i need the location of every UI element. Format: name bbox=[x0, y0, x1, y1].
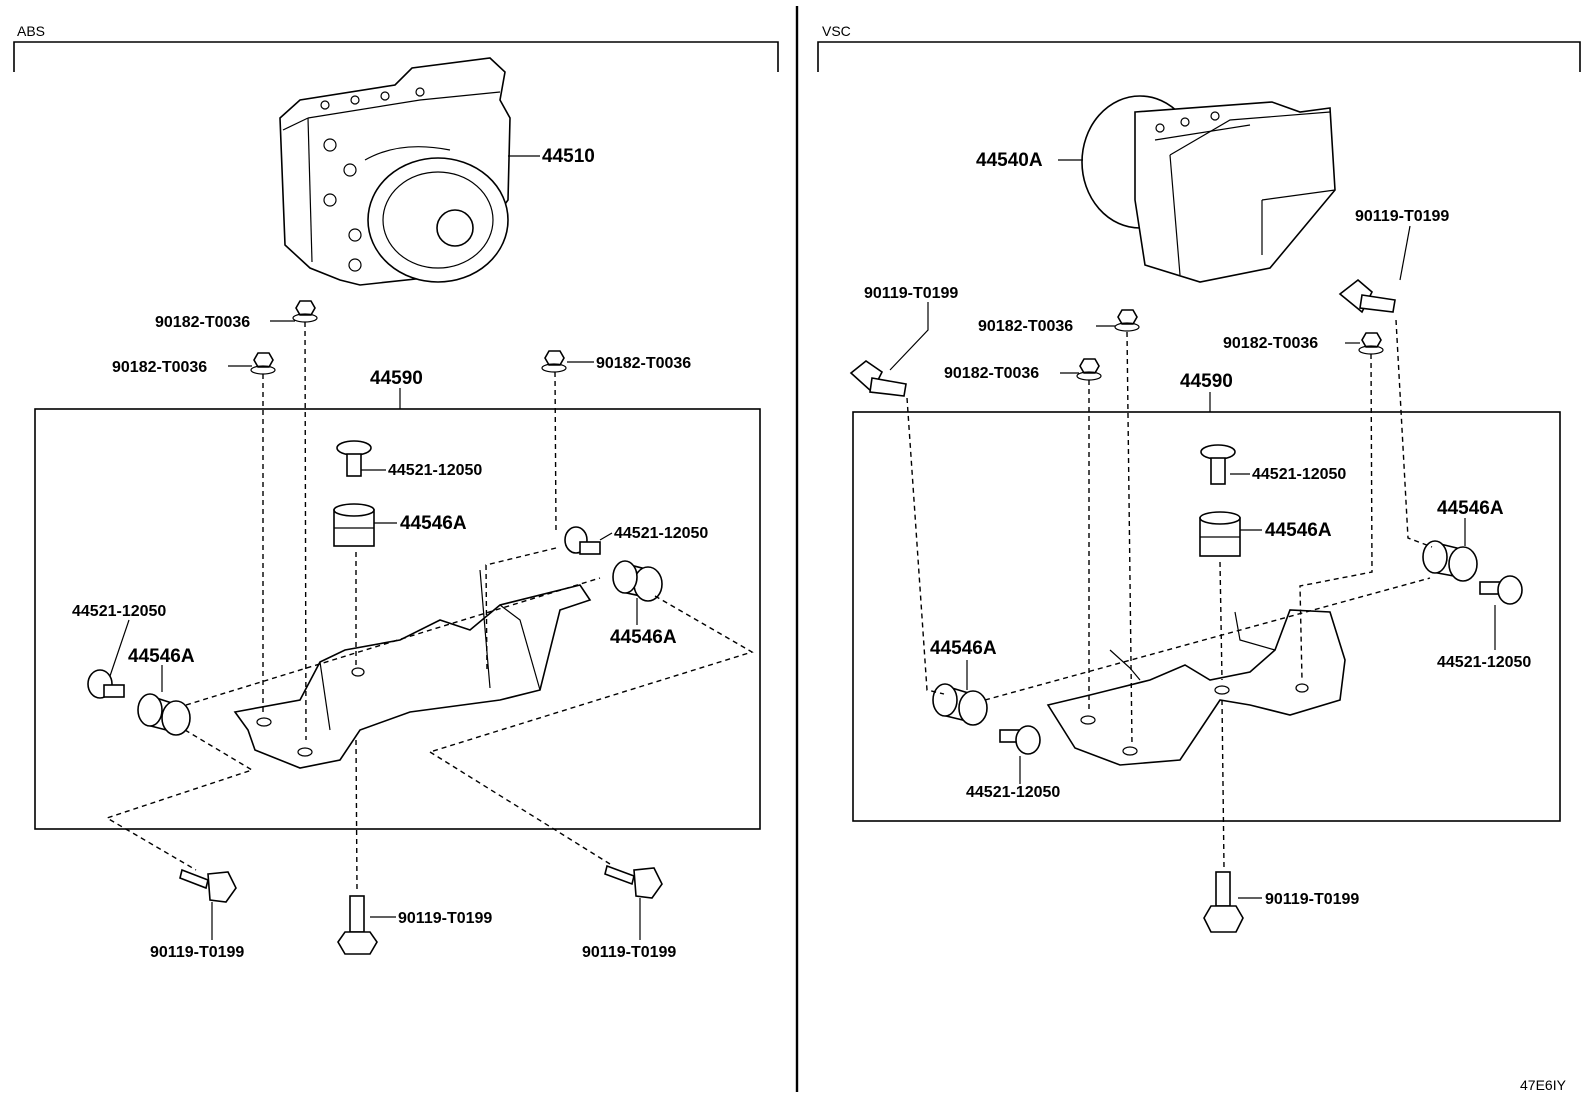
abs-section-bracket bbox=[13, 41, 779, 72]
abs-bracket-label: 44590 bbox=[370, 368, 423, 389]
vsc-bracket-label: 44590 bbox=[1180, 371, 1233, 392]
abs-cushion-right-label: 44546A bbox=[610, 627, 677, 648]
vsc-cushion-top-icon bbox=[1199, 511, 1241, 557]
vsc-nut-top-icon bbox=[1114, 309, 1140, 332]
abs-assembly-box bbox=[34, 408, 761, 830]
vsc-leader-lines bbox=[889, 159, 1496, 899]
abs-cushion-top-label: 44546A bbox=[400, 513, 467, 534]
abs-bolt-center-icon bbox=[337, 895, 378, 955]
abs-collar-top-label: 44521-12050 bbox=[388, 462, 482, 479]
vsc-bracket-icon bbox=[1046, 609, 1346, 766]
vsc-bolt-bottom-label: 90119-T0199 bbox=[1265, 891, 1359, 908]
abs-nut-right-icon bbox=[541, 350, 567, 373]
abs-nut-top-icon bbox=[292, 300, 318, 323]
vsc-cushion-right-label: 44546A bbox=[1437, 498, 1504, 519]
abs-collar-right-icon bbox=[564, 526, 601, 555]
vsc-bolt-top-right-icon bbox=[1338, 278, 1396, 314]
abs-cushion-left-label: 44546A bbox=[128, 646, 195, 667]
vsc-cushion-right-icon bbox=[1422, 540, 1478, 582]
abs-section-title: ABS bbox=[17, 23, 45, 39]
abs-actuator-icon bbox=[279, 57, 511, 286]
abs-nut-right-label: 90182-T0036 bbox=[596, 355, 691, 372]
abs-assembly-lines bbox=[105, 321, 754, 891]
abs-cushion-top-icon bbox=[333, 503, 375, 547]
abs-actuator-label: 44510 bbox=[542, 146, 595, 167]
vsc-nut-top-label: 90182-T0036 bbox=[978, 318, 1073, 335]
vsc-collar-right-label: 44521-12050 bbox=[1437, 654, 1531, 671]
vsc-bolt-bottom-icon bbox=[1203, 871, 1244, 933]
abs-leader-lines bbox=[109, 155, 641, 940]
abs-bolt-left-label: 90119-T0199 bbox=[150, 944, 244, 961]
abs-collar-top-icon bbox=[336, 440, 372, 477]
vsc-assembly-box bbox=[852, 411, 1561, 822]
abs-bolt-right-icon bbox=[604, 864, 663, 899]
vsc-bolt-top-left-label: 90119-T0199 bbox=[864, 285, 958, 302]
vsc-nut-mid-left-icon bbox=[1076, 358, 1102, 381]
abs-collar-left-icon bbox=[87, 669, 125, 699]
abs-bolt-right-label: 90119-T0199 bbox=[582, 944, 676, 961]
vsc-collar-left-label: 44521-12050 bbox=[966, 784, 1060, 801]
vsc-assembly-lines bbox=[906, 319, 1433, 869]
vsc-cushion-top-label: 44546A bbox=[1265, 520, 1332, 541]
vsc-collar-right-icon bbox=[1479, 575, 1523, 605]
vsc-cushion-left-icon bbox=[932, 683, 988, 726]
vsc-nut-right-label: 90182-T0036 bbox=[1223, 335, 1318, 352]
abs-cushion-right-icon bbox=[612, 560, 663, 602]
vsc-section-title: VSC bbox=[822, 23, 851, 39]
vsc-actuator-label: 44540A bbox=[976, 150, 1043, 171]
vsc-nut-mid-left-label: 90182-T0036 bbox=[944, 365, 1039, 382]
vsc-actuator-icon bbox=[1081, 95, 1336, 283]
vsc-collar-left-icon bbox=[999, 725, 1041, 755]
vsc-cushion-left-label: 44546A bbox=[930, 638, 997, 659]
abs-nut-top-label: 90182-T0036 bbox=[155, 314, 250, 331]
vsc-collar-top-label: 44521-12050 bbox=[1252, 466, 1346, 483]
abs-bracket-icon bbox=[233, 569, 592, 769]
vsc-bolt-top-left-icon bbox=[849, 360, 907, 397]
abs-collar-left-label: 44521-12050 bbox=[72, 603, 166, 620]
abs-bolt-left-icon bbox=[179, 868, 237, 903]
abs-nut-left-label: 90182-T0036 bbox=[112, 359, 207, 376]
vsc-collar-top-icon bbox=[1200, 444, 1236, 485]
abs-bolt-center-label: 90119-T0199 bbox=[398, 910, 492, 927]
vsc-bolt-top-right-label: 90119-T0199 bbox=[1355, 208, 1449, 225]
abs-nut-left-icon bbox=[250, 352, 276, 375]
vsc-nut-right-icon bbox=[1358, 332, 1384, 355]
abs-cushion-left-icon bbox=[137, 693, 191, 736]
abs-collar-right-label: 44521-12050 bbox=[614, 525, 708, 542]
vsc-section-bracket bbox=[817, 41, 1581, 72]
footer-code: 47E6IY bbox=[1520, 1077, 1567, 1093]
